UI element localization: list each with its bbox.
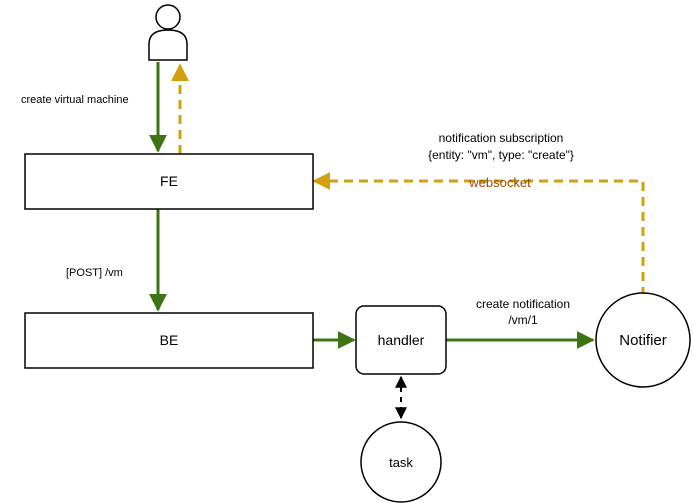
fe-label: FE: [160, 173, 178, 189]
create-notification-label-line1: create notification: [476, 297, 570, 311]
subscription-label-line2: {entity: "vm", type: "create"}: [428, 148, 574, 162]
edge-notifier-to-fe: [312, 172, 645, 296]
be-node: BE: [24, 312, 314, 369]
post-vm-label: [POST] /vm: [66, 267, 123, 279]
subscription-label-line1: notification subscription: [439, 131, 564, 145]
handler-node: handler: [355, 305, 447, 375]
task-label: task: [389, 455, 413, 470]
notifier-node: Notifier: [595, 292, 691, 388]
create-vm-label: create virtual machine: [21, 94, 129, 106]
notifier-label: Notifier: [619, 332, 667, 349]
be-label: BE: [160, 332, 179, 348]
create-notification-label-line2: /vm/1: [508, 313, 538, 327]
task-node: task: [360, 421, 442, 503]
websocket-label: websocket: [468, 175, 531, 190]
fe-node: FE: [24, 153, 314, 210]
handler-label: handler: [378, 332, 425, 348]
user-icon: [148, 4, 188, 61]
